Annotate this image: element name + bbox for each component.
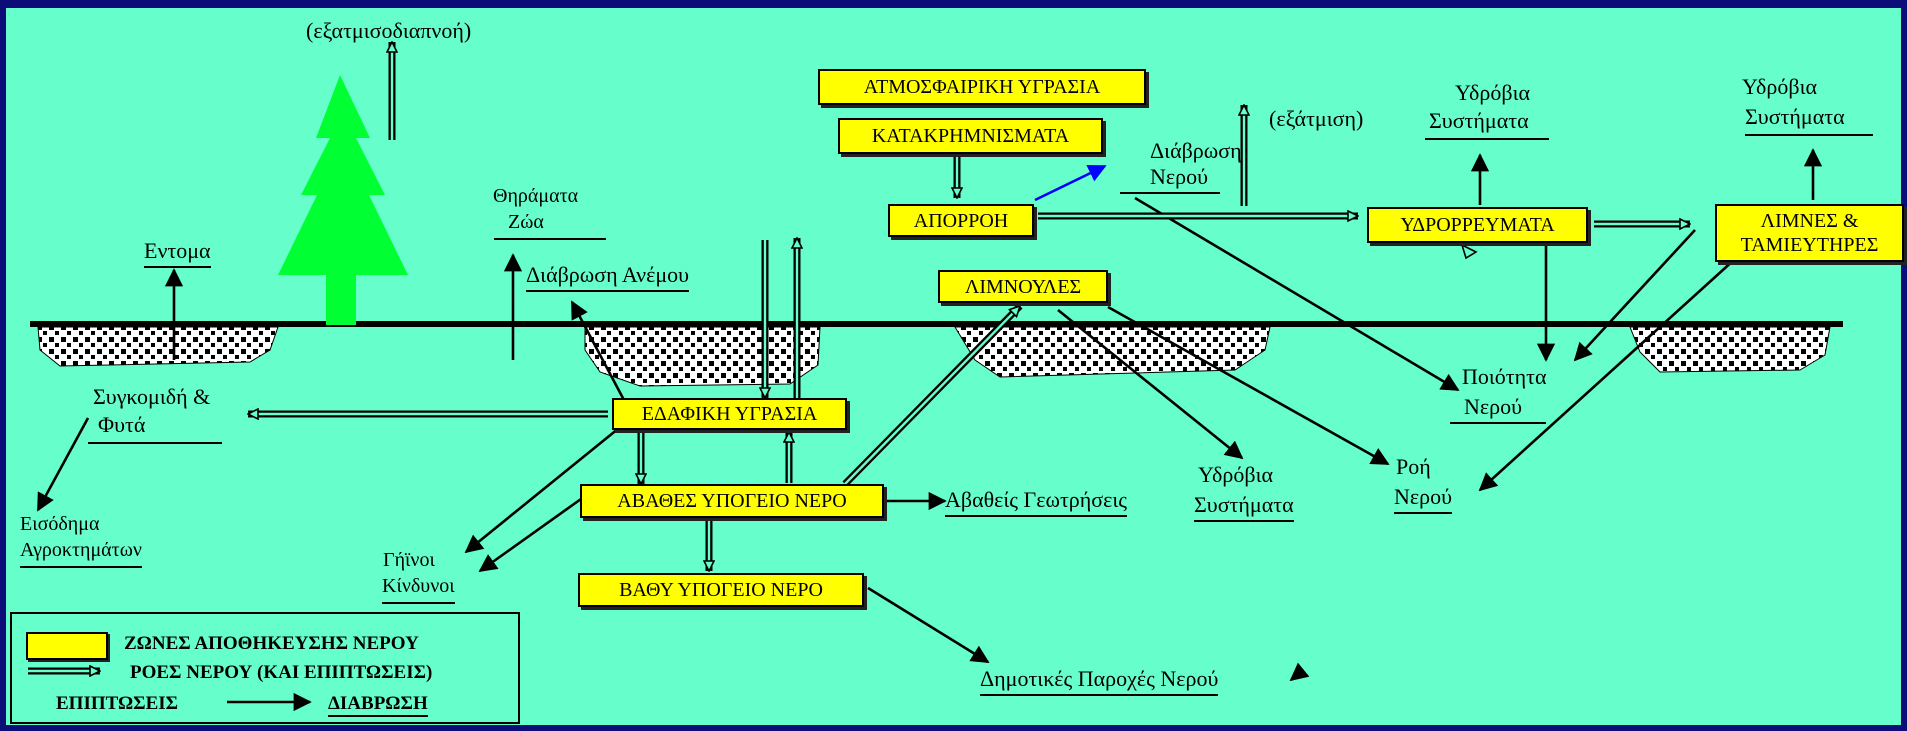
label-aquatic-1-line1: Υδρόβια — [1198, 462, 1273, 487]
box-ponds: ΛΙΜΝΟΥΛΕΣ — [938, 270, 1108, 303]
label-game-line1: Θηράματα — [493, 184, 578, 209]
legend: ΖΩΝΕΣ ΑΠΟΘΗΚΕΥΣΗΣ ΝΕΡΟΥ ΡΟΕΣ ΝΕΡΟΥ (ΚΑΙ … — [10, 612, 520, 724]
arrow-water-erosion — [1035, 166, 1105, 200]
box-soil-moisture: ΕΔΑΦΙΚΗ ΥΓΡΑΣΙΑ — [612, 398, 847, 430]
label-aquatic-2-line2: Συστήματα — [1425, 108, 1549, 140]
label-water-erosion-line1: Διάβρωση — [1150, 138, 1242, 163]
label-harvest-line1: Συγκομιδή & — [93, 384, 210, 409]
label-aquatic-3-line2: Συστήματα — [1745, 104, 1873, 136]
label-farm-income-line1: Εισόδημα — [20, 512, 99, 537]
box-atmospheric-humidity: ΑΤΜΟΣΦΑΙΡΙΚΗ ΥΓΡΑΣΙΑ — [818, 69, 1146, 105]
label-game-line2: Ζώα — [494, 210, 606, 240]
label-harvest-line2: Φυτά — [88, 412, 222, 444]
legend-box-swatch — [26, 632, 108, 660]
flow-shallow-ponds — [845, 306, 1020, 484]
arrow-municipal — [868, 588, 988, 662]
legend-flows: ΡΟΕΣ ΝΕΡΟΥ (ΚΑΙ ΕΠΙΠΤΩΣΕΙΣ) — [130, 662, 432, 684]
box-runoff: ΑΠΟΡΡΟΗ — [888, 204, 1034, 237]
box-shallow-groundwater: ΑΒΑΘΕΣ ΥΠΟΓΕΙΟ ΝΕΡΟ — [580, 484, 884, 518]
label-water-quality-line1: Ποιότητα — [1462, 364, 1547, 389]
label-aquatic-1-line2: Συστήματα — [1194, 492, 1294, 517]
arrow-municipal-small — [1291, 671, 1302, 680]
box-precipitation: ΚΑΤΑΚΡΗΜΝΙΣΜΑΤΑ — [838, 118, 1103, 154]
box-lakes-reservoirs: ΛΙΜΝΕΣ & ΤΑΜΙΕΥΤΗΡΕΣ — [1715, 204, 1904, 262]
label-water-erosion-line2: Νερού — [1120, 164, 1220, 194]
arrow-geo-hazards-2 — [480, 499, 581, 571]
label-water-flow-line1: Ροή — [1396, 454, 1431, 479]
soil-patches — [38, 327, 1830, 386]
label-municipal-supply: Δημοτικές Παροχές Νερού — [980, 666, 1218, 696]
legend-erosion: ΔΙΑΒΡΩΣΗ — [328, 693, 428, 717]
arrow-farm-income — [38, 418, 88, 510]
label-evaporation: (εξάτμιση) — [1269, 106, 1363, 131]
label-water-quality-line2: Νερού — [1450, 394, 1546, 424]
label-water-flow-line2: Νερού — [1394, 484, 1452, 514]
streams-inflow-marker — [1462, 245, 1476, 258]
legend-storage-zones: ΖΩΝΕΣ ΑΠΟΘΗΚΕΥΣΗΣ ΝΕΡΟΥ — [124, 633, 419, 655]
box-lakes-line2: ΤΑΜΙΕΥΤΗΡΕΣ — [1741, 233, 1879, 257]
box-deep-groundwater: ΒΑΘΥ ΥΠΟΓΕΙΟ ΝΕΡΟ — [578, 573, 864, 607]
box-lakes-line1: ΛΙΜΝΕΣ & — [1761, 209, 1859, 233]
label-farm-income-line2: Αγροκτημάτων — [20, 538, 142, 568]
label-aquatic-1-text: Συστήματα — [1194, 492, 1294, 522]
box-streams: ΥΔΡΟΡΡΕΥΜΑΤΑ — [1367, 207, 1588, 243]
label-aquatic-2-line1: Υδρόβια — [1455, 80, 1530, 105]
label-geo-hazards-line2: Κίνδυνοι — [382, 574, 455, 604]
label-insects: Εντομα — [144, 238, 211, 268]
label-wind-erosion: Διάβρωση Ανέμου — [526, 262, 689, 292]
label-geo-hazards-line1: Γήϊνοι — [383, 548, 435, 573]
label-evapotranspiration: (εξατμισοδιαπνοή) — [306, 18, 471, 43]
label-shallow-wells: Αβαθείς Γεωτρήσεις — [945, 487, 1127, 517]
legend-impacts: ΕΠΙΠΤΩΣΕΙΣ — [56, 693, 178, 715]
label-aquatic-3-line1: Υδρόβια — [1742, 74, 1817, 99]
